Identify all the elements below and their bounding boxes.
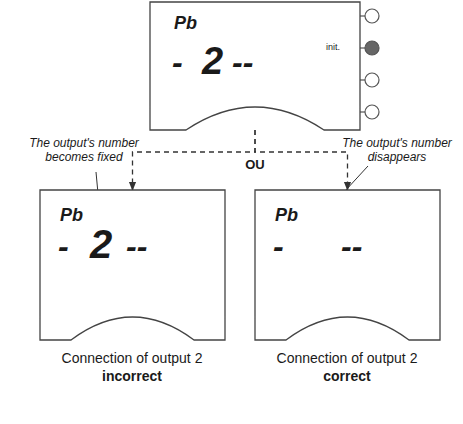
button-pressed — [365, 41, 379, 55]
dashed-connector — [133, 130, 256, 190]
button — [365, 105, 379, 119]
display-code: Pb — [174, 14, 197, 32]
display-digit: - — [172, 46, 183, 78]
display-outline — [255, 190, 440, 340]
thermostat-display: Pb--- — [255, 190, 440, 340]
display-digit: 2 — [202, 42, 223, 80]
choice-label: OU — [240, 157, 270, 173]
display-code: Pb — [60, 206, 83, 224]
caption-text: Connection of output 2 — [42, 350, 222, 367]
button-column — [360, 9, 379, 119]
display-digit: 2 — [90, 224, 112, 264]
display-digit: - — [58, 230, 69, 262]
display-digit: -- — [341, 230, 362, 262]
display-digit: -- — [126, 230, 147, 262]
display-outline — [150, 2, 360, 130]
thermostat-display: Pb -2 -- — [40, 190, 225, 340]
callout-text: The output's number disappears — [338, 136, 456, 165]
callout-text: The output's number becomes fixed — [28, 136, 140, 165]
display-digit: -- — [232, 46, 253, 78]
button — [365, 9, 379, 23]
button-label: init. — [326, 42, 356, 53]
button — [365, 73, 379, 87]
caption-text: correct — [257, 368, 437, 385]
display-digit: - — [273, 230, 284, 262]
display-code: Pb — [275, 206, 298, 224]
thermostat-display: Pb -2 -- — [150, 2, 360, 130]
display-outline — [40, 190, 225, 340]
caption-text: Connection of output 2 — [257, 350, 437, 367]
caption-text: incorrect — [42, 368, 222, 385]
